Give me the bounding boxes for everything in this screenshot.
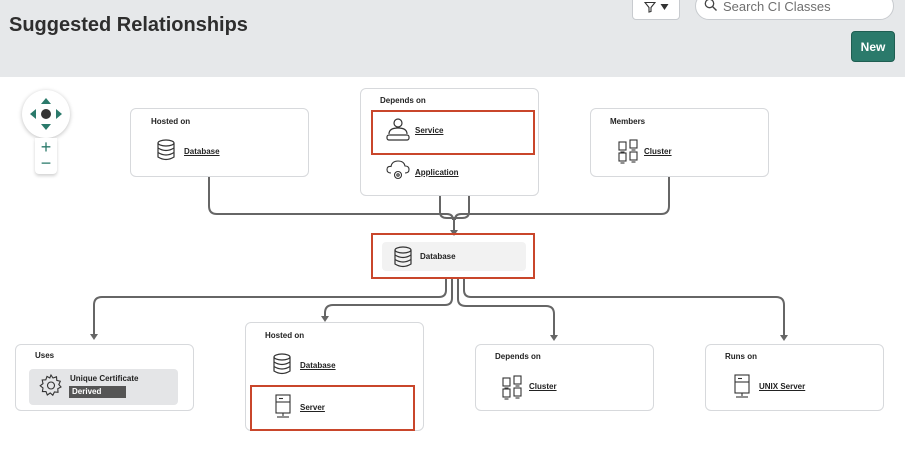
node-label: Unique Certificate <box>70 374 139 383</box>
cluster-icon <box>618 139 638 164</box>
page-title: Suggested Relationships <box>9 14 248 36</box>
group-label: Runs on <box>725 352 757 361</box>
pan-arrows-icon <box>30 98 62 130</box>
cluster-icon <box>502 375 522 400</box>
database-icon <box>273 353 291 375</box>
gear-icon <box>39 373 62 397</box>
group-label: Uses <box>35 351 55 360</box>
group-label: Hosted on <box>265 331 305 340</box>
upstream-group-hosted-on <box>130 108 309 177</box>
node-unix-server[interactable]: UNIX Server <box>759 382 806 391</box>
filter-button[interactable] <box>632 0 680 20</box>
group-label: Depends on <box>495 352 541 361</box>
zoom-in-button[interactable]: + <box>40 137 52 157</box>
node-database[interactable]: Database <box>184 147 220 156</box>
database-icon <box>157 139 175 161</box>
node-service[interactable]: Service <box>415 126 444 135</box>
chevron-down-icon <box>660 4 668 10</box>
highlight-frame <box>250 385 415 431</box>
zoom-controls: + − <box>35 138 57 174</box>
search-icon <box>704 0 717 11</box>
server-icon <box>275 394 291 418</box>
search-input[interactable] <box>723 0 883 15</box>
derived-badge: Derived <box>69 386 126 398</box>
node-cluster[interactable]: Cluster <box>644 147 672 156</box>
node-server[interactable]: Server <box>300 403 325 412</box>
group-label: Depends on <box>380 96 426 105</box>
zoom-out-button[interactable]: − <box>40 153 52 173</box>
service-icon <box>386 118 410 141</box>
page-header: Suggested Relationships New <box>0 0 905 77</box>
highlight-frame <box>371 233 535 279</box>
center-node-label: Database <box>420 252 456 261</box>
group-label: Members <box>610 117 646 126</box>
application-cloud-icon <box>386 160 410 180</box>
filter-icon <box>643 1 656 13</box>
node-cluster[interactable]: Cluster <box>529 382 557 391</box>
node-application[interactable]: Application <box>415 168 459 177</box>
downstream-group-hosted-on <box>245 322 424 431</box>
new-button[interactable]: New <box>851 31 895 62</box>
group-label: Hosted on <box>151 117 191 126</box>
highlight-frame <box>371 110 535 155</box>
database-icon <box>394 246 412 268</box>
server-icon <box>734 374 750 398</box>
upstream-group-depends-on <box>360 88 539 196</box>
node-database[interactable]: Database <box>300 361 336 370</box>
pan-control[interactable] <box>22 90 70 138</box>
